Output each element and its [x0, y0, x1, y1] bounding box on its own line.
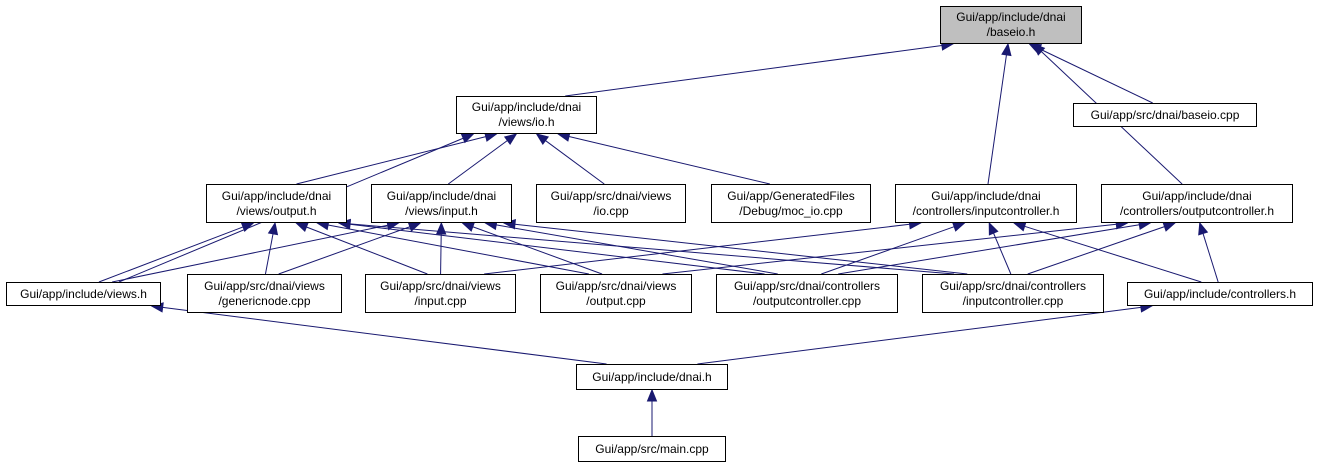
- node-outputcontroller-cpp[interactable]: Gui/app/src/dnai/controllers /outputcont…: [716, 274, 898, 313]
- arrowhead-outputcontroller_h-to-baseio_h: [1032, 43, 1046, 56]
- node-dnai-h-line-1: Gui/app/include/dnai.h: [592, 369, 712, 384]
- node-output-cpp[interactable]: Gui/app/src/dnai/views /output.cpp: [540, 274, 692, 313]
- node-baseio-h: Gui/app/include/dnai /baseio.h: [940, 6, 1082, 44]
- edge-genericnode_cpp-to-views_output_h: [264, 233, 274, 275]
- edge-output_cpp-to-views_input_h: [472, 226, 603, 275]
- node-controllers-h[interactable]: Gui/app/include/controllers.h: [1127, 282, 1313, 306]
- node-views-h[interactable]: Gui/app/include/views.h: [6, 282, 161, 306]
- edge-views_output_h-to-views_io_h: [296, 136, 486, 185]
- node-inputcontroller-cpp[interactable]: Gui/app/src/dnai/controllers /inputcontr…: [922, 274, 1104, 313]
- arrowhead-inputcontroller_cpp-to-inputcontroller_h: [988, 221, 999, 236]
- edge-outputcontroller_cpp-to-views_output_h: [349, 223, 765, 275]
- node-outputcontroller-cpp-line-2: /outputcontroller.cpp: [752, 293, 862, 308]
- node-main-cpp-line-1: Gui/app/src/main.cpp: [595, 441, 709, 456]
- node-output-cpp-line-2: /output.cpp: [586, 293, 646, 308]
- arrowhead-input_cpp-to-views_input_h: [435, 221, 447, 235]
- node-outputcontroller-h-line-2: /controllers/outputcontroller.h: [1119, 203, 1275, 218]
- edge-io_cpp-to-views_io_h: [545, 140, 605, 185]
- edge-inputcontroller_cpp-to-views_output_h: [349, 223, 955, 275]
- edge-inputcontroller_cpp-to-inputcontroller_h: [993, 232, 1012, 275]
- arrowhead-inputcontroller_cpp-to-outputcontroller_h: [1162, 221, 1177, 232]
- node-moc-io-cpp-line-1: Gui/app/GeneratedFiles: [727, 188, 855, 203]
- node-output-cpp-line-1: Gui/app/src/dnai/views: [555, 278, 677, 293]
- node-baseio-cpp-line-1: Gui/app/src/dnai/baseio.cpp: [1090, 107, 1240, 122]
- edge-views_h-to-views_output_h: [98, 226, 244, 283]
- edge-outputcontroller_cpp-to-outputcontroller_h: [838, 224, 1140, 275]
- edge-baseio_cpp-to-baseio_h: [1039, 48, 1153, 104]
- node-views-io-h-line-1: Gui/app/include/dnai: [471, 100, 582, 114]
- node-io-cpp[interactable]: Gui/app/src/dnai/views /io.cpp: [536, 184, 686, 223]
- node-io-cpp-line-2: /io.cpp: [593, 203, 629, 218]
- node-input-cpp[interactable]: Gui/app/src/dnai/views /input.cpp: [365, 274, 516, 313]
- node-outputcontroller-cpp-line-1: Gui/app/src/dnai/controllers: [733, 278, 881, 293]
- edge-dnai_h-to-controllers_h: [697, 306, 1141, 365]
- arrowhead-outputcontroller_cpp-to-inputcontroller_h: [951, 221, 966, 232]
- edge-views_h-to-views_input_h: [112, 224, 388, 283]
- edge-moc_io_cpp-to-views_io_h: [568, 136, 770, 185]
- arrowhead-main_cpp-to-dnai_h: [646, 388, 658, 402]
- edge-input_cpp-to-views_input_h: [440, 233, 442, 275]
- node-genericnode-cpp-line-1: Gui/app/src/dnai/views: [204, 278, 325, 293]
- edge-input_cpp-to-inputcontroller_h: [484, 223, 910, 275]
- edge-genericnode_cpp-to-views_input_h: [278, 226, 411, 275]
- node-io-cpp-line-1: Gui/app/src/dnai/views: [550, 188, 672, 203]
- node-views-input-h[interactable]: Gui/app/include/dnai /views/input.h: [371, 184, 512, 223]
- node-genericnode-cpp-line-2: /genericnode.cpp: [218, 293, 311, 308]
- node-views-h-line-1: Gui/app/include/views.h: [20, 286, 147, 301]
- node-moc-io-cpp[interactable]: Gui/app/GeneratedFiles /Debug/moc_io.cpp: [711, 184, 871, 223]
- node-inputcontroller-h-line-1: Gui/app/include/dnai: [931, 188, 1041, 203]
- node-inputcontroller-h-line-2: /controllers/inputcontroller.h: [912, 203, 1060, 218]
- node-controllers-h-line-1: Gui/app/include/controllers.h: [1143, 286, 1297, 301]
- arrowhead-views_input_h-to-views_io_h: [503, 133, 518, 146]
- edge-output_cpp-to-views_output_h: [327, 224, 589, 275]
- edge-views_io_h-to-baseio_h: [565, 44, 943, 97]
- arrowhead-inputcontroller_h-to-baseio_h: [1001, 42, 1012, 57]
- edge-inputcontroller_h-to-baseio_h: [987, 54, 1007, 185]
- node-baseio-h-line-2: /baseio.h: [986, 25, 1036, 39]
- arrowhead-views_h-to-views_io_h: [460, 133, 475, 144]
- arrowhead-controllers_h-to-outputcontroller_h: [1198, 221, 1209, 236]
- node-main-cpp[interactable]: Gui/app/src/main.cpp: [578, 436, 726, 462]
- node-moc-io-cpp-line-2: /Debug/moc_io.cpp: [739, 203, 843, 218]
- edge-outputcontroller_cpp-to-inputcontroller_h: [821, 226, 955, 275]
- arrowhead-output_cpp-to-views_input_h: [461, 222, 476, 232]
- node-baseio-cpp[interactable]: Gui/app/src/dnai/baseio.cpp: [1073, 103, 1257, 127]
- node-inputcontroller-cpp-line-2: /inputcontroller.cpp: [962, 293, 1064, 308]
- arrowhead-io_cpp-to-views_io_h: [535, 133, 550, 146]
- arrowhead-genericnode_cpp-to-views_output_h: [267, 221, 279, 236]
- node-input-cpp-line-2: /input.cpp: [414, 293, 467, 308]
- edge-views_input_h-to-views_io_h: [448, 140, 508, 185]
- arrowhead-controllers_h-to-inputcontroller_h: [1012, 221, 1027, 232]
- node-input-cpp-line-1: Gui/app/src/dnai/views: [380, 278, 501, 293]
- edge-output_cpp-to-outputcontroller_h: [662, 223, 1117, 275]
- node-baseio-h-line-1: Gui/app/include/dnai: [956, 10, 1066, 24]
- edge-controllers_h-to-inputcontroller_h: [1024, 225, 1202, 283]
- node-views-output-h-line-1: Gui/app/include/dnai: [221, 188, 332, 203]
- node-views-io-h-line-2: /views/io.h: [498, 115, 555, 129]
- edge-dnai_h-to-views_h: [162, 306, 607, 365]
- edge-controllers_h-to-outputcontroller_h: [1202, 233, 1219, 283]
- edge-outputcontroller_cpp-to-views_input_h: [496, 224, 778, 275]
- edge-inputcontroller_cpp-to-outputcontroller_h: [1027, 226, 1165, 275]
- node-outputcontroller-h[interactable]: Gui/app/include/dnai /controllers/output…: [1101, 184, 1293, 223]
- node-dnai-h[interactable]: Gui/app/include/dnai.h: [576, 364, 728, 390]
- node-views-input-h-line-1: Gui/app/include/dnai: [386, 188, 497, 203]
- node-views-io-h[interactable]: Gui/app/include/dnai /views/io.h: [456, 96, 597, 134]
- node-views-output-h-line-2: /views/output.h: [236, 203, 317, 218]
- node-inputcontroller-cpp-line-1: Gui/app/src/dnai/controllers: [939, 278, 1087, 293]
- arrowhead-input_cpp-to-views_output_h: [294, 222, 309, 233]
- edge-input_cpp-to-views_output_h: [306, 226, 428, 275]
- node-outputcontroller-h-line-1: Gui/app/include/dnai: [1142, 188, 1252, 203]
- node-inputcontroller-h[interactable]: Gui/app/include/dnai /controllers/inputc…: [895, 184, 1077, 223]
- node-genericnode-cpp[interactable]: Gui/app/src/dnai/views /genericnode.cpp: [187, 274, 342, 313]
- node-views-input-h-line-2: /views/input.h: [405, 203, 478, 218]
- node-views-output-h[interactable]: Gui/app/include/dnai /views/output.h: [206, 184, 347, 223]
